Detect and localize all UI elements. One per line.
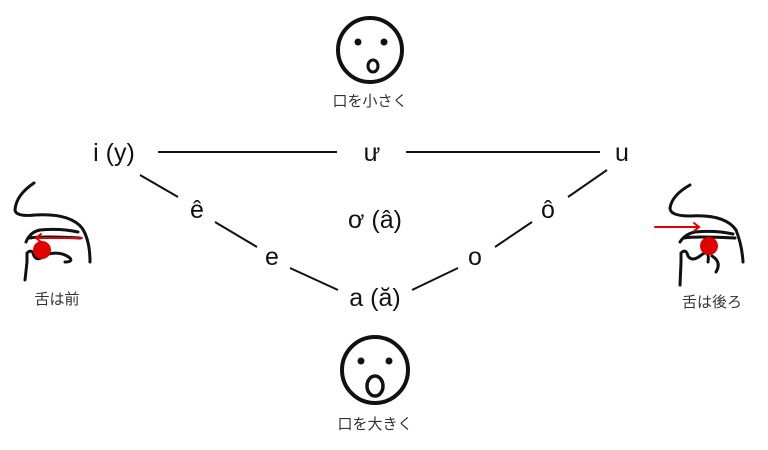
small-mouth-label: 口を小さく [332,92,407,110]
vowel-i: i (y) [93,139,135,167]
open-mouth-face-icon [340,335,410,405]
vowel-u: u [615,139,629,167]
vowel-o: o [468,243,482,271]
vowel-uu: ư [364,139,381,167]
tongue-front-icon [13,181,92,282]
tongue-back-label: 舌は後ろ [682,293,742,311]
vowel-e: e [265,243,279,271]
vowel-ee: ê [190,196,204,224]
open-mouth-label: 口を大きく [337,415,412,433]
vowel-a: a (ă) [349,284,400,312]
vowel-oo: ô [541,196,555,224]
tongue-front-label: 舌は前 [34,290,79,308]
tongue-back-icon [654,183,745,287]
small-mouth-face-icon [336,16,404,84]
vowel-triangle-lines [139,151,608,291]
vowel-oo-mid: ơ (â) [348,206,402,234]
